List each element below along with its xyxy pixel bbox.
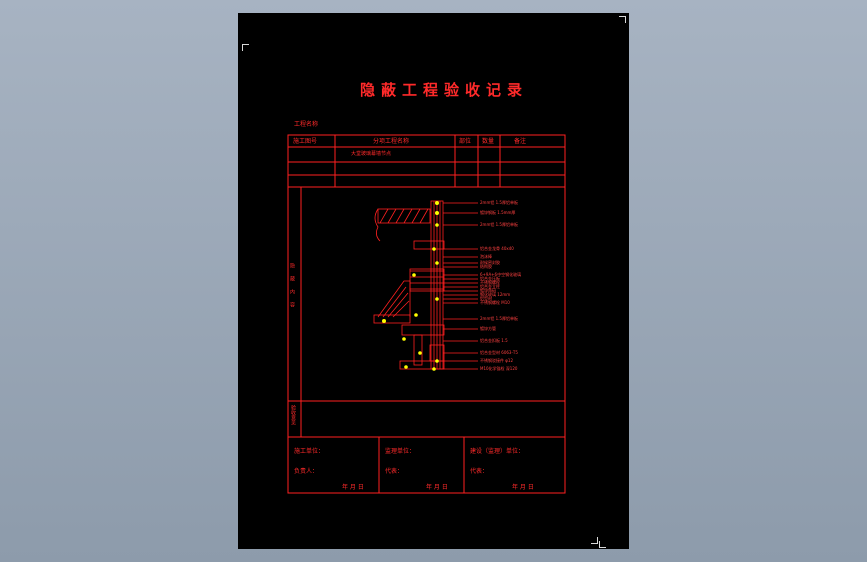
- left-label-content: 隐蔽内容: [289, 263, 295, 315]
- callout-text: 镀锌钢板 1.5mm厚: [480, 210, 516, 215]
- section-drawing: [373, 200, 478, 371]
- header-quantity: 数量: [482, 138, 495, 145]
- date-1: 年 月 日: [342, 484, 364, 491]
- callout-text: 铝型材: [480, 296, 492, 301]
- corner-mark-bottom-left: [591, 537, 598, 544]
- callout-text: 耐候密封胶: [480, 260, 500, 265]
- corner-mark-top-left: [242, 44, 249, 51]
- header-item-name: 分项工程名称: [373, 138, 410, 145]
- constructor-leader: 负责人：: [294, 468, 319, 475]
- callout-text: 铝合金压板: [480, 276, 500, 281]
- supervisor-label: 监理单位：: [385, 448, 416, 455]
- callout-text: 2mm铝 1.5厚铝单板: [480, 316, 518, 321]
- callout-text: 钢化玻璃 12mm: [480, 292, 511, 297]
- owner-rep: 代表：: [470, 468, 489, 475]
- constructor-label: 施工单位：: [294, 448, 325, 455]
- callout-text: 镀锌角码: [480, 288, 496, 293]
- row1-item-name: 大堂玻璃幕墙节点: [351, 151, 392, 157]
- corner-mark-top-right: [619, 16, 626, 23]
- header-remarks: 备注: [514, 138, 527, 145]
- callout-text: 泡沫棒: [480, 254, 492, 259]
- callout-text: 铝合金龙骨 40x40: [480, 246, 514, 251]
- supervisor-rep: 代表：: [385, 468, 404, 475]
- date-3: 年 月 日: [512, 484, 534, 491]
- callout-text: M10化学锚栓 深120: [480, 366, 518, 371]
- project-name-label: 工程名称: [294, 121, 319, 128]
- callout-text: 铝合金型材 6063-T5: [480, 350, 518, 355]
- callout-text: 不锈钢螺栓 M10: [480, 300, 510, 305]
- callout-text: 不锈钢驳接件 φ12: [480, 358, 513, 363]
- callout-text: 2mm铝 1.5厚铝单板: [480, 200, 518, 205]
- callout-text: 不锈钢螺栓: [480, 280, 500, 285]
- form-title: 隐蔽工程验收记录: [360, 81, 529, 99]
- left-label-opinion: 验收意见: [290, 405, 296, 425]
- callout-text: 铝合金立柱: [480, 284, 500, 289]
- drawing-sheet[interactable]: 隐蔽工程验收记录 工程名称 施工图号 分项工程名称: [238, 13, 629, 549]
- callout-text: 铝合金扣板 1.5: [480, 338, 508, 343]
- form-grid: [287, 134, 566, 494]
- date-2: 年 月 日: [426, 484, 448, 491]
- header-location: 部位: [459, 138, 472, 145]
- header-drawing-no: 施工图号: [293, 138, 318, 145]
- corner-mark-bottom-right: [599, 541, 606, 548]
- callout-text: 结构胶: [480, 264, 492, 269]
- callout-text: 2mm铝 1.5厚铝单板: [480, 222, 518, 227]
- callout-text: 镀锌方管: [480, 326, 496, 331]
- callout-text: 6+9A+6中空钢化玻璃: [480, 272, 522, 277]
- owner-label: 建设（监理）单位：: [470, 448, 525, 455]
